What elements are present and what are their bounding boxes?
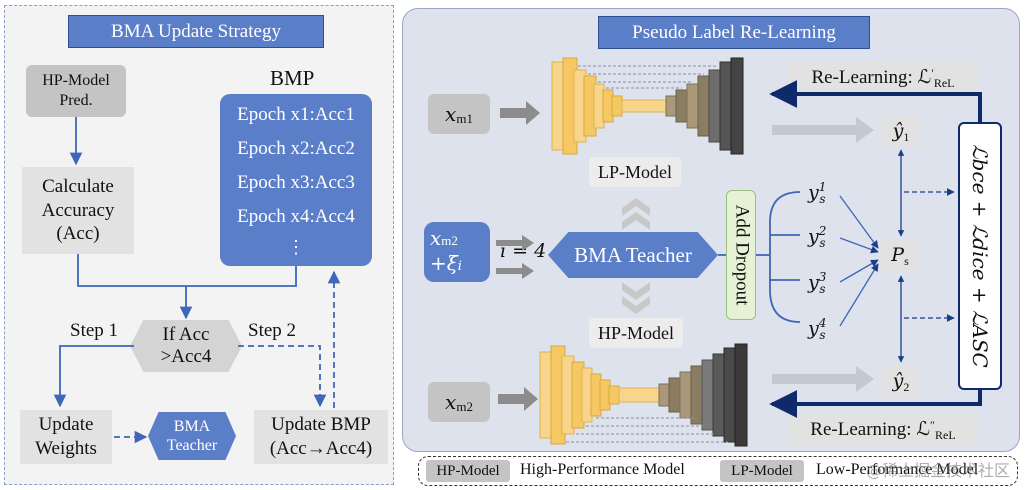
bmp-item: Epoch x1:Acc1: [237, 104, 355, 125]
ys-sub: s: [819, 192, 826, 207]
dropout-brace: [718, 191, 801, 323]
ys-sub: s: [819, 282, 826, 297]
add-dropout-box: Add Dropout: [726, 190, 756, 320]
relearn-bottom-label: Re-Learning: ℒ: [810, 419, 931, 441]
ys1-label: y1s: [808, 180, 826, 206]
ps-label: P: [891, 244, 905, 267]
teacher-chevrons: [622, 198, 650, 314]
relearn-top-sup: ′: [931, 65, 934, 80]
xm2-label: x: [445, 390, 457, 414]
bmp-item: Epoch x2:Acc2: [237, 138, 355, 159]
y-hat1-label: ŷ: [892, 120, 904, 143]
ys-sup: 1: [818, 180, 827, 194]
input-xm2-noise: xm2 +ξi: [424, 222, 490, 282]
update-bmp-label: Update BMP (Acc→Acc4): [269, 414, 373, 459]
ys-to-ps-lines: [839, 195, 879, 327]
bma-teacher-left-hexagon: BMA Teacher: [148, 412, 236, 460]
y-hat2-sub: 2: [903, 379, 910, 394]
bma-update-title: BMA Update Strategy: [68, 15, 324, 48]
legend-lp-desc: Low-Performance Model: [816, 461, 979, 478]
ys-sup: 3: [818, 270, 827, 284]
relearn-bottom-sup: ″: [930, 417, 936, 432]
hp-model-pred-label: HP-Model Pred.: [42, 72, 110, 109]
ys3-label: y3s: [808, 270, 826, 296]
bmp-title: BMP: [270, 66, 315, 90]
ys-sub: s: [819, 328, 826, 343]
bmp-item: Epoch x3:Acc3: [237, 172, 355, 193]
xm1-label: x: [445, 102, 457, 126]
hp-model-tag: HP-Model: [589, 318, 683, 348]
input-arrows: [496, 101, 540, 411]
relearn-bottom-box: Re-Learning: ℒ″ReL: [788, 414, 978, 446]
update-weights-box: Update Weights: [20, 410, 112, 464]
bma-teacher-label: BMA Teacher: [574, 242, 692, 267]
ps-sub: s: [904, 253, 909, 268]
hp-model-tag-label: HP-Model: [598, 322, 674, 343]
ys-base: y: [808, 271, 819, 294]
legend-lp-tag-label: LP-Model: [731, 462, 793, 479]
legend-hp-desc: High-Performance Model: [520, 461, 685, 478]
hp-model-pred-box: HP-Model Pred.: [26, 65, 126, 117]
watermark-text: @稀土掘金技术社区: [866, 461, 1011, 480]
ys4-label: y4s: [808, 316, 826, 342]
xi-label: +ξ: [430, 251, 458, 275]
left-connectors: [53, 117, 341, 444]
relearn-bottom-sub: ReL: [935, 427, 956, 442]
relearn-arrows: [769, 80, 982, 418]
y-hat2-label: ŷ: [892, 370, 904, 393]
bmp-ellipsis: ⋮: [287, 236, 305, 257]
relearn-top-label: Re-Learning: ℒ: [811, 67, 932, 89]
decision-hexagon: If Acc >Acc4: [130, 320, 242, 372]
lp-model-network: [551, 57, 744, 155]
pseudo-label-title: Pseudo Label Re-Learning: [598, 16, 870, 49]
update-bmp-box: Update BMP (Acc→Acc4): [254, 410, 388, 464]
y-hat1-sub: 1: [903, 129, 910, 144]
legend-hp-tag-label: HP-Model: [436, 462, 500, 479]
ys-sup: 4: [818, 316, 827, 330]
relearn-top-sub: ReL: [933, 75, 955, 90]
hp-model-network: [539, 343, 748, 447]
ys-base: y: [808, 225, 819, 248]
lp-model-tag: LP-Model: [589, 157, 681, 187]
bmp-item: Epoch x4:Acc4: [237, 206, 355, 227]
bma-teacher-hexagon: BMA Teacher: [548, 232, 718, 278]
legend-lp-tag: LP-Model: [720, 460, 804, 482]
consistency-arrows: [897, 149, 955, 363]
loss-box: ℒbce + ℒdice + ℒASC: [958, 122, 1002, 390]
calculate-accuracy-box: Calculate Accuracy (Acc): [22, 167, 134, 254]
output-arrows: [772, 117, 874, 392]
decision-label: If Acc >Acc4: [160, 324, 212, 367]
legend-hp-tag: HP-Model: [426, 460, 510, 482]
calculate-accuracy-label: Calculate Accuracy (Acc): [41, 175, 115, 245]
ys2-label: y2s: [808, 224, 826, 250]
bma-teacher-left-label: BMA Teacher: [166, 417, 218, 454]
lp-model-tag-label: LP-Model: [598, 161, 672, 182]
ys-base: y: [808, 181, 819, 204]
bmp-list: Epoch x1:Acc1 Epoch x2:Acc2 Epoch x3:Acc…: [220, 94, 372, 266]
xm2-noise-sub: m2: [441, 233, 458, 248]
ys-base: y: [808, 317, 819, 340]
relearn-top-box: Re-Learning: ℒ′ReL: [788, 62, 978, 94]
xm1-sub: m1: [456, 111, 473, 126]
ys-sub: s: [819, 236, 826, 251]
update-weights-label: Update Weights: [35, 414, 97, 459]
xm2-sub: m2: [456, 399, 473, 414]
xm2-noise-x: x: [430, 226, 442, 250]
xi-sub: i: [457, 259, 462, 274]
ys-sup: 2: [818, 224, 827, 238]
step1-label: Step 1: [70, 320, 119, 341]
legend-box: [418, 456, 1018, 486]
step2-label: Step 2: [248, 320, 297, 341]
